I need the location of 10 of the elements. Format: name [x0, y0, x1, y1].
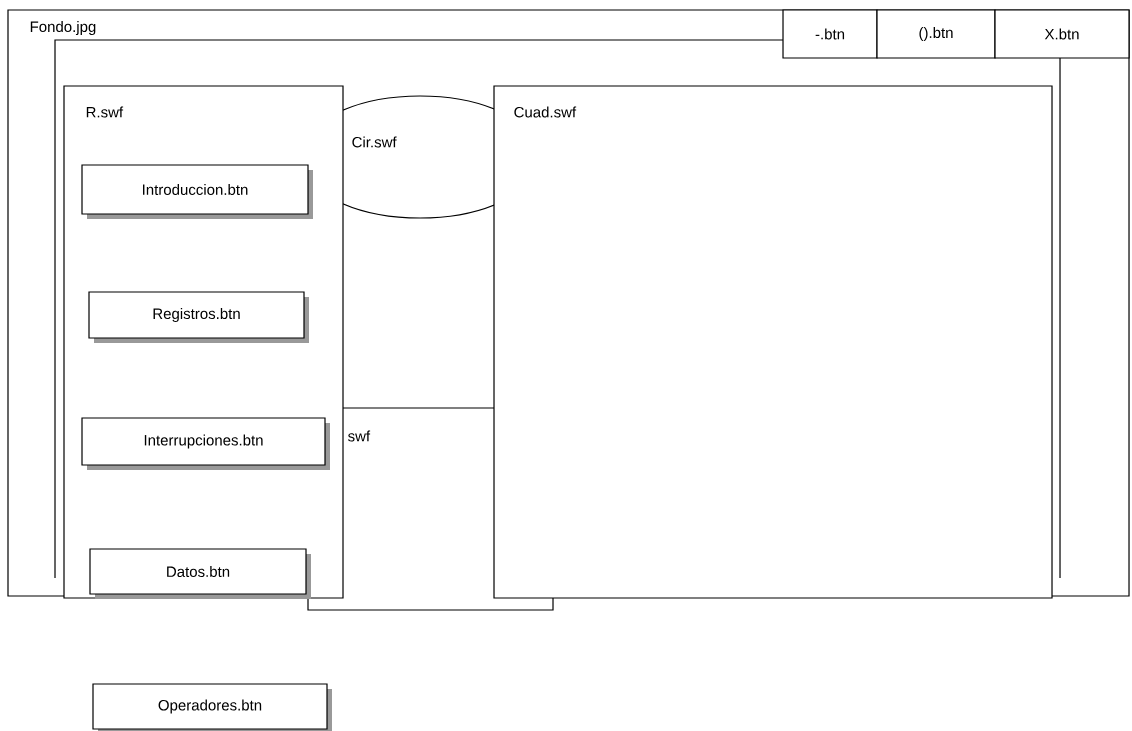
button: Introduccion.btn [81, 164, 313, 219]
button: Interrupciones.btn [81, 417, 330, 470]
button: Operadores.btn [92, 683, 332, 731]
ellipse-panel: Cir.swf [343, 95, 494, 219]
panel: Cuad.swf [493, 85, 1053, 599]
title-bar-button: -.btn [782, 9, 878, 59]
button: Datos.btn [89, 548, 311, 599]
title-bar-button: ().btn [876, 9, 996, 59]
button: Registros.btn [88, 291, 309, 343]
title-bar-button: X.btn [994, 9, 1130, 59]
